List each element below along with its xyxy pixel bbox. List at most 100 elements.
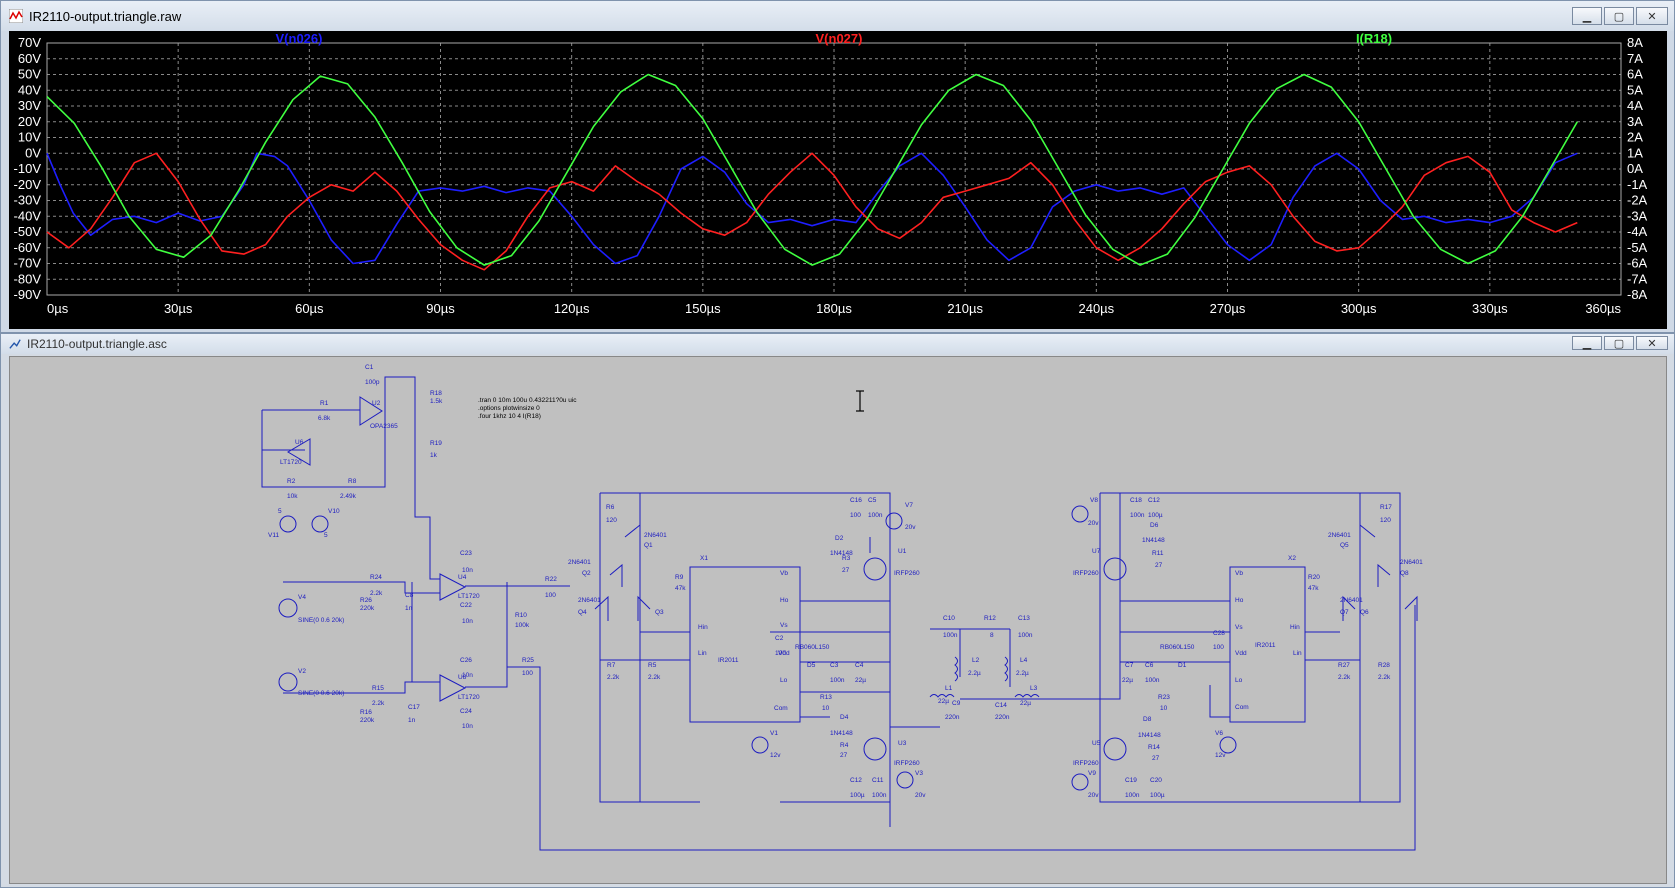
- source-v7[interactable]: [885, 512, 903, 530]
- svg-text:Vs: Vs: [1235, 624, 1243, 631]
- source-v6[interactable]: [1219, 736, 1237, 754]
- y-right-tick-label: 1A: [1627, 145, 1643, 160]
- svg-text:22µ: 22µ: [1020, 700, 1031, 707]
- svg-text:6.8k: 6.8k: [318, 415, 331, 422]
- svg-text:100n: 100n: [872, 792, 887, 799]
- svg-text:1N4148: 1N4148: [830, 730, 853, 737]
- schematic-canvas[interactable]: .tran 0 10m 100u 0.432211?0u uic .option…: [9, 356, 1667, 884]
- opamp-u2[interactable]: [359, 396, 383, 426]
- svg-text:100: 100: [522, 670, 533, 677]
- source-v4[interactable]: [278, 598, 298, 618]
- svg-text:C12: C12: [850, 777, 862, 784]
- text-cursor-icon: [856, 390, 864, 412]
- schematic-maximize-button[interactable]: ▢: [1604, 336, 1634, 350]
- maximize-button[interactable]: ▢: [1604, 7, 1634, 25]
- comparator-u4[interactable]: [439, 573, 467, 601]
- svg-text:2N6401: 2N6401: [1340, 597, 1363, 604]
- svg-text:5: 5: [324, 532, 328, 539]
- svg-text:C24: C24: [460, 708, 472, 715]
- svg-text:V10: V10: [328, 508, 340, 515]
- legend-label-ir18[interactable]: I(R18): [1356, 31, 1392, 46]
- mosfet-u5[interactable]: [1103, 737, 1127, 761]
- svg-text:2N6401: 2N6401: [644, 532, 667, 539]
- svg-text:27: 27: [1152, 755, 1160, 762]
- svg-text:2.2k: 2.2k: [370, 590, 383, 597]
- ic-x1[interactable]: [689, 566, 801, 723]
- comparator-u6[interactable]: [287, 438, 311, 466]
- y-right-tick-label: 0A: [1627, 161, 1643, 176]
- schematic-minimize-button[interactable]: ▁: [1572, 336, 1602, 350]
- svg-text:12v: 12v: [1215, 752, 1226, 759]
- y-left-tick-label: 20V: [18, 114, 41, 129]
- directive-options: .options plotwinsize 0: [478, 405, 540, 412]
- svg-text:20v: 20v: [915, 792, 926, 799]
- source-v1[interactable]: [751, 736, 769, 754]
- svg-text:27: 27: [1155, 562, 1163, 569]
- svg-text:X1: X1: [700, 555, 708, 562]
- close-button[interactable]: ✕: [1636, 7, 1668, 25]
- svg-text:1N4148: 1N4148: [1138, 732, 1161, 739]
- series-line-vn026[interactable]: [46, 152, 1578, 265]
- svg-text:C23: C23: [460, 550, 472, 557]
- svg-text:D1: D1: [1178, 662, 1187, 669]
- svg-text:C11: C11: [872, 777, 884, 784]
- svg-text:C18: C18: [1130, 497, 1142, 504]
- svg-text:R18: R18: [430, 390, 442, 397]
- svg-text:U6: U6: [295, 439, 304, 446]
- svg-text:RB060L150: RB060L150: [795, 644, 830, 651]
- ic-x2[interactable]: [1229, 566, 1306, 723]
- svg-text:R10: R10: [515, 612, 527, 619]
- schematic-titlebar[interactable]: IR2110-output.triangle.asc: [1, 334, 1674, 354]
- svg-text:V3: V3: [915, 770, 923, 777]
- minimize-icon: ▁: [1582, 9, 1592, 23]
- source-v8[interactable]: [1071, 505, 1089, 523]
- schematic-close-button[interactable]: ✕: [1636, 336, 1668, 350]
- y-right-tick-label: -5A: [1627, 240, 1648, 255]
- close-icon: ✕: [1647, 336, 1657, 350]
- y-left-tick-label: -30V: [14, 193, 42, 208]
- svg-text:R8: R8: [348, 478, 357, 485]
- maximize-icon: ▢: [1613, 336, 1625, 350]
- schematic-drawing[interactable]: .tran 0 10m 100u 0.432211?0u uic .option…: [10, 357, 1666, 883]
- svg-text:10n: 10n: [462, 618, 473, 625]
- mosfet-u1[interactable]: [863, 557, 887, 581]
- comparator-u8[interactable]: [439, 674, 467, 702]
- legend-label-vn027[interactable]: V(n027): [816, 31, 863, 46]
- svg-text:D4: D4: [840, 714, 849, 721]
- schematic-window-title: IR2110-output.triangle.asc: [27, 337, 167, 351]
- source-v11[interactable]: [279, 515, 297, 533]
- mosfet-u3[interactable]: [863, 737, 887, 761]
- svg-text:22µ: 22µ: [1122, 677, 1133, 684]
- source-v10[interactable]: [311, 515, 329, 533]
- source-v9[interactable]: [1071, 773, 1089, 791]
- svg-text:R17: R17: [1380, 504, 1392, 511]
- close-icon: ✕: [1647, 9, 1657, 23]
- svg-text:C20: C20: [1150, 777, 1162, 784]
- svg-text:Hin: Hin: [1290, 624, 1300, 631]
- y-right-tick-label: 8A: [1627, 35, 1643, 50]
- series-line-vn027[interactable]: [46, 152, 1578, 271]
- spice-directives[interactable]: .tran 0 10m 100u 0.432211?0u uic .option…: [478, 397, 577, 420]
- schematic-app-icon: [9, 339, 21, 349]
- source-v2[interactable]: [278, 672, 298, 692]
- legend-label-vn026[interactable]: V(n026): [276, 31, 323, 46]
- x-tick-label: 60µs: [295, 301, 324, 316]
- svg-text:D2: D2: [835, 535, 844, 542]
- maximize-icon: ▢: [1613, 9, 1625, 23]
- svg-text:SINE(0 0.6 20k): SINE(0 0.6 20k): [298, 690, 344, 697]
- plot-titlebar[interactable]: IR2110-output.triangle.raw: [1, 1, 1674, 31]
- source-v3[interactable]: [896, 771, 914, 789]
- minimize-button[interactable]: ▁: [1572, 7, 1602, 25]
- svg-text:Lo: Lo: [780, 677, 788, 684]
- series-line-ir18[interactable]: [46, 73, 1578, 266]
- y-left-tick-label: 10V: [18, 130, 41, 145]
- y-right-tick-label: 4A: [1627, 98, 1643, 113]
- svg-text:2.2µ: 2.2µ: [1016, 670, 1029, 677]
- svg-text:10: 10: [1160, 705, 1168, 712]
- svg-text:D8: D8: [1143, 716, 1152, 723]
- mosfet-u7[interactable]: [1103, 557, 1127, 581]
- y-left-tick-label: 40V: [18, 82, 41, 97]
